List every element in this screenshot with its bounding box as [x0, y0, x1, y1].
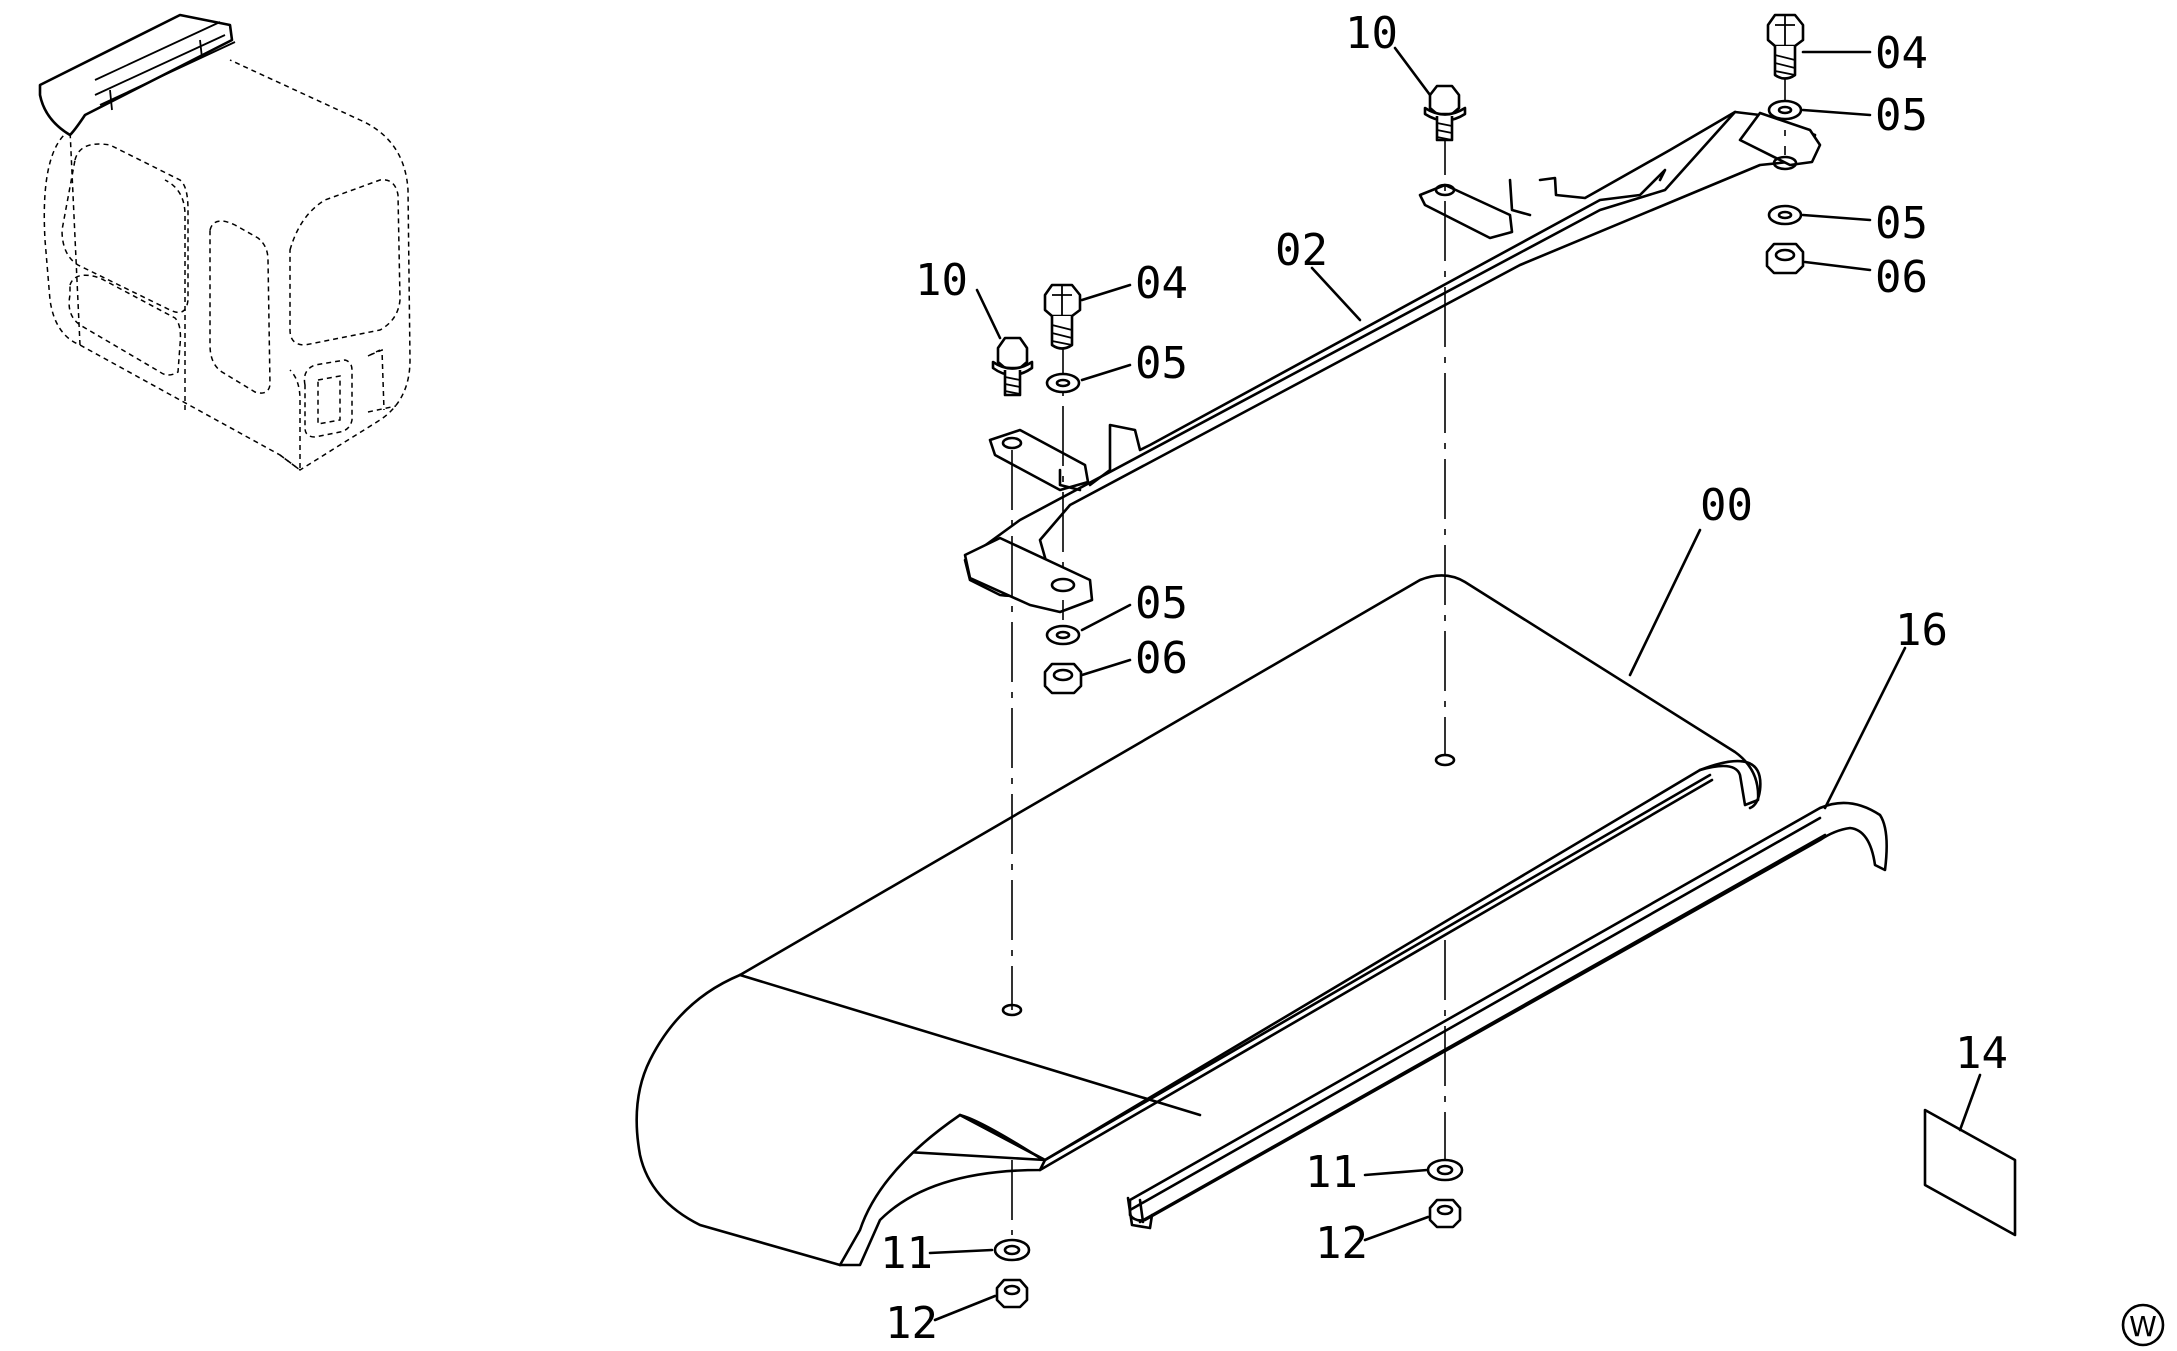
label-16: 16 [1895, 605, 1948, 656]
cab-outline [43, 59, 411, 471]
washer-11-left [993, 1238, 1031, 1262]
label-06-right: 06 [1875, 252, 1928, 303]
label-plate [1923, 1108, 2017, 1237]
label-11-right: 11 [1305, 1147, 1358, 1198]
nut-06-left [1043, 662, 1083, 695]
bolt-04-left [1043, 283, 1082, 350]
label-14: 14 [1955, 1028, 2008, 1079]
corner-mark: W [2121, 1303, 2165, 1347]
label-part-14 [1923, 1108, 2017, 1237]
label-10-upper: 10 [1345, 8, 1398, 59]
nut-12-right [1428, 1198, 1462, 1229]
corner-mark-letter: W [2129, 1310, 2157, 1343]
callout-labels: 10 04 05 05 06 02 10 04 05 00 05 06 16 1… [880, 8, 2008, 1349]
washer-05-a [1045, 372, 1081, 394]
nut-06-right [1765, 242, 1805, 275]
bracket-part-02 [963, 110, 1822, 614]
label-04-right: 04 [1875, 28, 1928, 79]
label-05-left-lower: 05 [1135, 578, 1188, 629]
bracket-bar [963, 110, 1817, 598]
cover-part-00 [635, 574, 1762, 1267]
label-05-right-upper: 05 [1875, 90, 1928, 141]
washer-05-c [1767, 99, 1803, 121]
label-00: 00 [1700, 480, 1753, 531]
cab-roof-sunshade [38, 13, 234, 137]
label-10-left: 10 [915, 255, 968, 306]
label-06-left: 06 [1135, 633, 1188, 684]
washer-05-b [1045, 624, 1081, 646]
label-12-left: 12 [885, 1298, 938, 1349]
cab-thumbnail: 01 [38, 13, 411, 472]
label-12-right: 12 [1315, 1218, 1368, 1269]
washer-05-d [1767, 204, 1803, 226]
bolt-10-left [991, 336, 1034, 397]
label-02: 02 [1275, 225, 1328, 276]
nut-12-left [995, 1278, 1029, 1309]
bracket-left-plate [963, 536, 1094, 614]
seal-strip-part-16 [1126, 801, 1888, 1230]
label-11-left: 11 [880, 1228, 933, 1279]
label-05-right-lower: 05 [1875, 198, 1928, 249]
bracket-right-plate [1738, 111, 1822, 167]
label-04-left: 04 [1135, 258, 1188, 309]
label-05-left-upper: 05 [1135, 338, 1188, 389]
bolt-10-upper [1423, 84, 1467, 142]
bolt-04-right [1766, 13, 1805, 80]
leader-lines [928, 46, 1982, 1322]
washer-11-right [1426, 1158, 1464, 1182]
